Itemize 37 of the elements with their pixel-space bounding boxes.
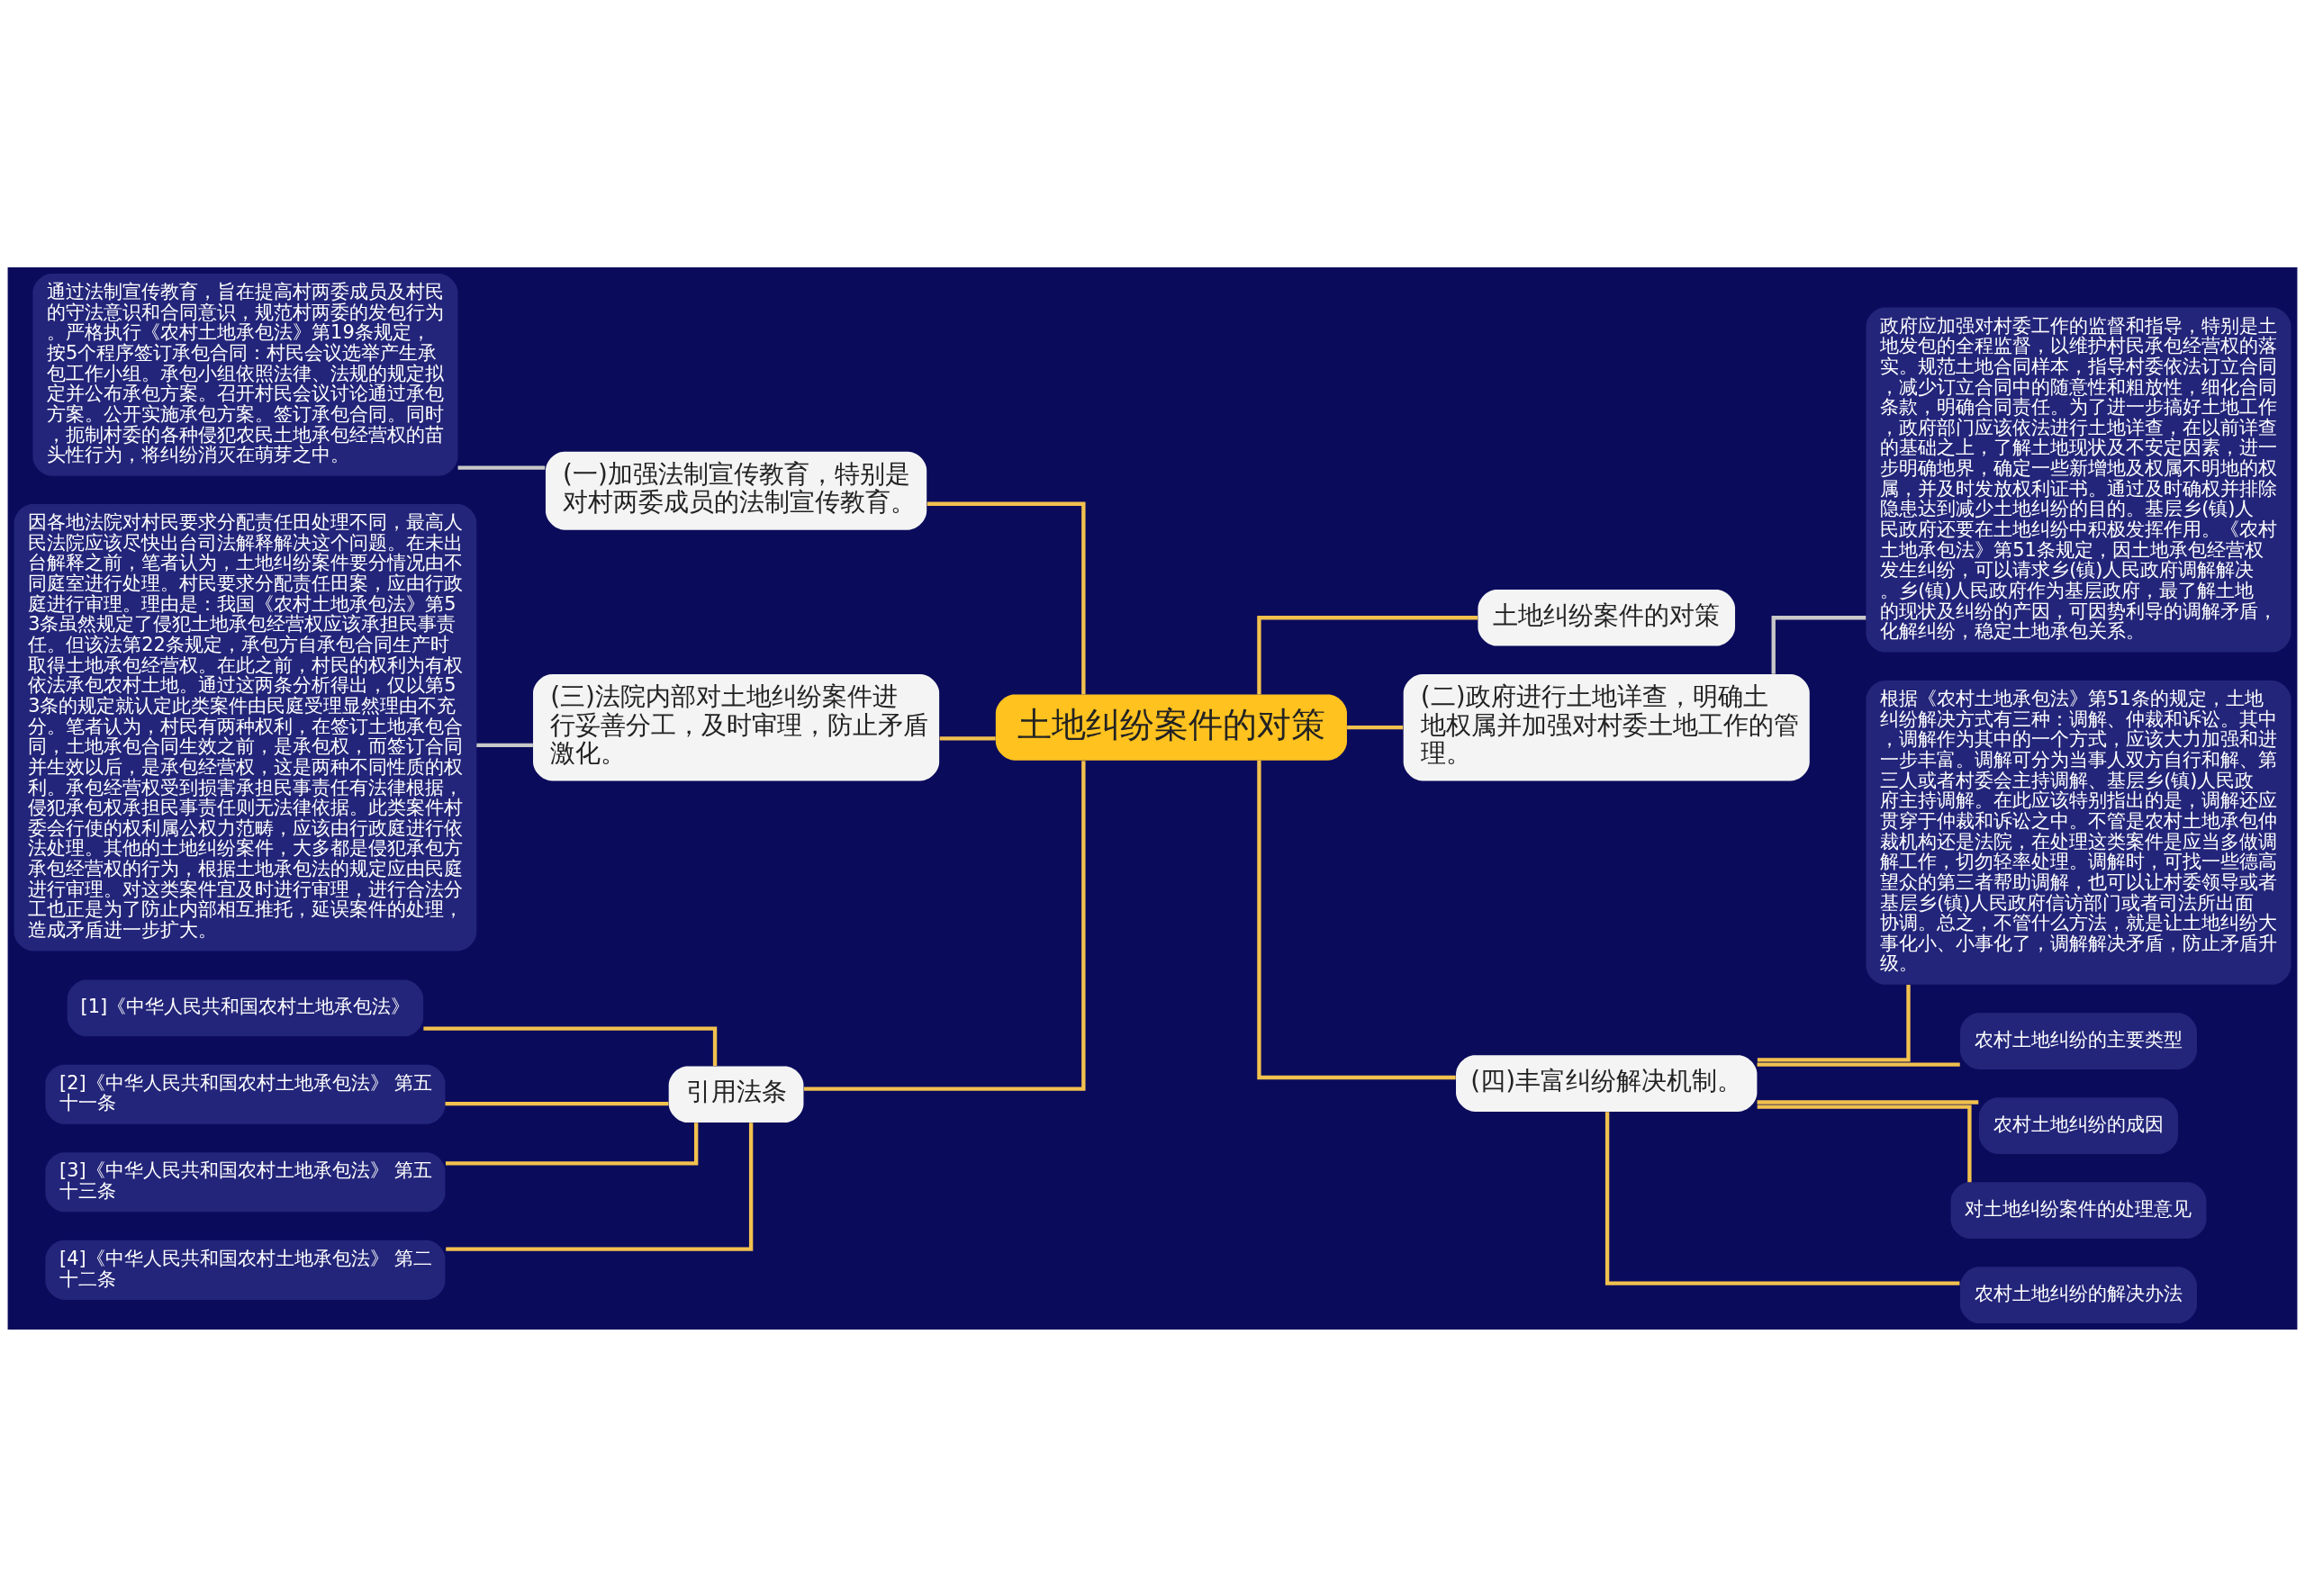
node-box: [4]《中华人民共和国农村土地承包法》 第二十二条 bbox=[45, 1240, 446, 1300]
connector bbox=[1757, 984, 1911, 1062]
connector bbox=[939, 735, 996, 741]
node-box: 农村土地纠纷的成因 bbox=[1978, 1096, 2179, 1154]
connector bbox=[1757, 1099, 1979, 1105]
connector bbox=[445, 1101, 669, 1105]
connector bbox=[423, 1025, 718, 1066]
connector bbox=[476, 743, 533, 747]
node-box: (二)政府进行土地详查，明确土地权属并加强对村委土地工作的管理。 bbox=[1403, 673, 1810, 780]
connector bbox=[1257, 760, 1456, 1079]
node-box: 因各地法院对村民要求分配责任田处理不同，最高人民法院应该尽快出台司法解释解决这个问题。在未出台解释之前，笔者认为，土地纠纷案件要分情况由不同庭室进行处理。村民要求分配责任田案，应由行政庭进行审理。理由是：我国《农村土地承包法》第53条虽然规定了侵犯土地承包经营权应该承担民事责任。但该法第22条规定，承包方自承包合同生产时取得土地承包经营权。在此之前，村民的权利为有权依法承包农村土地。通过这两条分析得出，仅以第53条的规定就认定此类案件由民庭受理显然理由不充分。笔者认为，村民有两种权利，在签订土地承包合同，土地承包合同生效之前，是承包权，而签订合同并生效以后，是承包经营权，这是两种不同性质的权利。承包经营权受到损害承担民事责任有法律根据，侵犯承包权承担民事责任则无法律依据。此类案件村委会行使的权利属公权力范畴，应该由行政庭进行依法处理。其他的土地纠纷案件，大多都是侵犯承包方承包经营权的行为，根据土地承包法的规定应由民庭进行审理。对这类案件宜及时进行审理，进行合法分工也正是为了防止内部相互推托，延误案件的处理，造成矛盾进一步扩大。 bbox=[14, 503, 477, 951]
node-box: [2]《中华人民共和国农村土地承包法》 第五十一条 bbox=[45, 1064, 446, 1124]
node-box: 农村土地纠纷的解决办法 bbox=[1959, 1266, 2197, 1323]
node-box: [1]《中华人民共和国农村土地承包法》 bbox=[67, 979, 424, 1036]
node-box: 土地纠纷案件的对策 bbox=[995, 694, 1347, 761]
connector bbox=[1257, 615, 1478, 695]
node-box: 土地纠纷案件的对策 bbox=[1478, 589, 1736, 646]
node-box: (四)丰富纠纷解决机制。 bbox=[1456, 1054, 1758, 1112]
connector bbox=[1347, 725, 1404, 729]
connector bbox=[1604, 1111, 1960, 1285]
node-box: 对土地纠纷案件的处理意见 bbox=[1950, 1181, 2207, 1239]
node-box: (一)加强法制宣传教育，特别是对村两委成员的法制宣传教育。 bbox=[545, 451, 927, 530]
node-box: [3]《中华人民共和国农村土地承包法》 第五十三条 bbox=[45, 1151, 446, 1212]
node-box: (三)法院内部对土地纠纷案件进行妥善分工，及时审理，防止矛盾激化。 bbox=[533, 673, 940, 780]
node-box: 政府应加强对村委工作的监督和指导，特别是土地发包的全程监督，以维护村民承包经营权的落实。规范土地合同样本，指导村委依法订立合同，减少订立合同中的随意性和粗放性，细化合同条款，明确合同责任。为了进一步搞好土地工作，政府部门应该依法进行土地详查，在以前详查的基础之上，了解土地现状及不安定因素，进一步明确地界，确定一些新增地及权属不明地的权属，并及时发放权利证书。通过及时确权并排除隐患达到减少土地纠纷的目的。基层乡(镇)人民政府还要在土地纠纷中积极发挥作用。《农村土地承包法》第51条规定，因土地承包经营权发生纠纷，可以请求乡(镇)人民政府调解解决。乡(镇)人民政府作为基层政府，最了解土地的现状及纠纷的产因，可因势利导的调解矛盾，化解纠纷，稳定土地承包关系。 bbox=[1866, 306, 2291, 653]
connector bbox=[1757, 1105, 1972, 1182]
connector bbox=[927, 501, 1086, 695]
connector bbox=[1757, 1061, 1960, 1067]
node-box: 通过法制宣传教育，旨在提高村两委成员及村民的守法意识和合同意识，规范村两委的发包行为。严格执行《农村土地承包法》第19条规定，按5个程序签订承包合同：村民会议选举产生承包工作小组。承包小组依照法律、法规的规定拟定并公布承包方案。召开村民会议讨论通过承包方案。公开实施承包方案。签订承包合同。同时，扼制村委的各种侵犯农民土地承包经营权的苗头性行为，将纠纷消灭在萌芽之中。 bbox=[32, 273, 458, 476]
connector bbox=[1771, 615, 1867, 674]
node-box: 根据《农村土地承包法》第51条的规定，土地纠纷解决方式有三种：调解、仲裁和诉讼。其中，调解作为其中的一个方式，应该大力加强和进一步丰富。调解可分为当事人双方自行和解、第三人或者村委会主持调解、基层乡(镇)人民政府主持调解。在此应该特别指出的是，调解还应贯穿于仲裁和诉讼之中。不管是农村土地承包仲裁机构还是法院，在处理这类案件是应当多做调解工作，切勿轻率处理。调解时，可找一些德高望众的第三者帮助调解，也可以让村委领导或者基层乡(镇)人民政府信访部门或者司法所出面协调。总之，不管什么方法，就是让土地纠纷大事化小、小事化了，调解解决矛盾，防止矛盾升级。 bbox=[1866, 680, 2291, 985]
node-box: 引用法条 bbox=[668, 1065, 804, 1123]
connector bbox=[457, 464, 546, 470]
connector bbox=[803, 760, 1086, 1091]
connector bbox=[446, 1122, 699, 1166]
node-box: 农村土地纠纷的主要类型 bbox=[1959, 1012, 2197, 1069]
connector bbox=[446, 1122, 754, 1251]
